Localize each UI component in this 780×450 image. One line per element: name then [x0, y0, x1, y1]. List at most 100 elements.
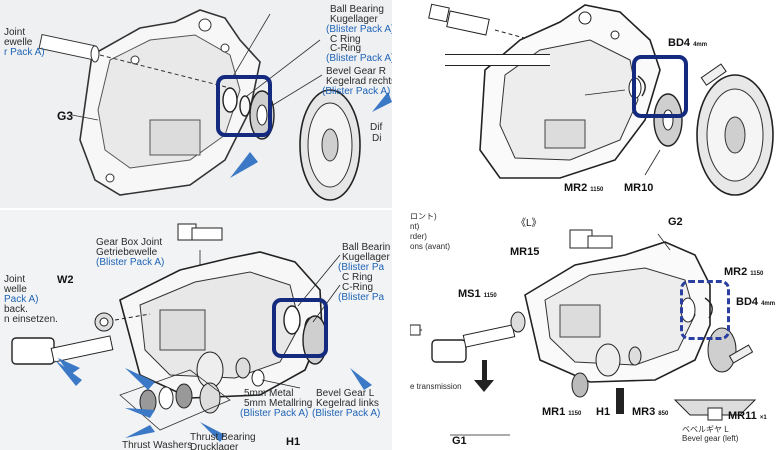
- label-thrust-bearing: Thrust Bearing: [190, 432, 256, 443]
- highlight-box: [216, 75, 272, 137]
- label-thrust-washers: Thrust Washers: [122, 440, 193, 450]
- label-c-ring-de: C-Ring: [342, 282, 374, 293]
- label-kugellager: Kugellager: [330, 14, 378, 25]
- label-mr2-code: MR2: [564, 182, 588, 194]
- label-joint-de: ewelle: [4, 37, 33, 48]
- label-bd4-unit: 4mm: [693, 42, 708, 48]
- label-blister-pack: (Blister Pack A): [96, 257, 165, 268]
- label-mr2-number: 1150: [750, 271, 764, 277]
- label-mr2: MR2 1150: [564, 182, 603, 195]
- label-blister-pack: (Blister Pa: [338, 262, 385, 273]
- label-g2: G2: [668, 216, 683, 228]
- label-blister-pack: (Blister Pack A): [326, 24, 392, 35]
- label-transmission: e transmission: [410, 382, 462, 391]
- label-bd4-code: BD4: [736, 296, 759, 308]
- arrow-icon: [200, 422, 225, 442]
- label-avant: ons (avant): [410, 242, 451, 251]
- label-mr1: MR1 1150: [542, 406, 581, 419]
- label-di: Di: [372, 133, 382, 144]
- label-c-ring-de: C-Ring: [330, 43, 362, 54]
- label-blister-pack: (Blister Pack A): [240, 408, 309, 419]
- label-bd4-code: BD4: [668, 37, 691, 49]
- highlight-box: [632, 55, 688, 118]
- panel-top-left: Joint ewelle r Pack A) G3 Ball Bearing K…: [0, 0, 392, 208]
- label-drucklager: Drucklager: [190, 442, 239, 450]
- label-g1: G1: [452, 435, 467, 447]
- label-mr11: MR11 ×1: [728, 410, 767, 423]
- label-nt: nt): [410, 222, 420, 231]
- label-mr10: MR10: [624, 182, 654, 194]
- arrow-icon: [55, 360, 82, 386]
- label-mr11-qty: ×1: [759, 415, 767, 421]
- label-mr2-code: MR2: [724, 266, 748, 278]
- arrow-icon: [350, 368, 372, 390]
- label-mr1-number: 1150: [568, 411, 582, 417]
- label-joint-pack: r Pack A): [4, 47, 45, 58]
- arrow-icon: [230, 152, 258, 178]
- label-mr2-number: 1150: [590, 187, 604, 193]
- highlight-box: [272, 298, 328, 358]
- panel-divider-vertical: [392, 0, 410, 450]
- highlight-box: [680, 280, 730, 340]
- label-back: back.: [4, 304, 28, 315]
- label-ms1-number: 1150: [483, 293, 497, 299]
- label-bevel-gear-l: Bevel Gear L: [316, 388, 375, 399]
- panel-bottom-right: ロント) nt) rder) ons (avant) 《L》 G2 MR15 M…: [410, 210, 780, 450]
- label-joint-de: welle: [4, 284, 27, 295]
- label-mr3-number: 850: [658, 411, 669, 417]
- label-getriebewelle: Getriebewelle: [96, 247, 158, 258]
- gearbox-drawing-bottom-left: [11, 223, 372, 442]
- label-blister-pack: (Blister Pack A): [312, 408, 381, 419]
- label-ball-bearing: Ball Bearing: [330, 4, 384, 15]
- label-gear-box-joint: Gear Box Joint: [96, 237, 163, 248]
- label-front: ロント): [410, 212, 437, 221]
- label-order: rder): [410, 232, 427, 241]
- panel-divider-horizontal: [0, 208, 780, 210]
- label-mr15: MR15: [510, 246, 540, 258]
- label-ms1-code: MS1: [458, 288, 481, 300]
- label-mr3-code: MR3: [632, 406, 656, 418]
- label-metallring: 5mm Metallring: [244, 398, 313, 409]
- label-mr2: MR2 1150: [724, 266, 763, 279]
- label-blister-pack: (Blister Pack A): [322, 86, 391, 97]
- label-joint: Joint: [4, 274, 26, 285]
- label-bd4-unit: 4mm: [761, 301, 776, 307]
- label-c-ring: C Ring: [330, 34, 361, 45]
- label-kugellager: Kugellager: [342, 252, 390, 263]
- panel-bottom-left: Gear Box Joint Getriebewelle (Blister Pa…: [0, 210, 392, 450]
- arrow-icon: [125, 368, 155, 390]
- label-joint-pack: Pack A): [4, 294, 39, 305]
- arrow-icon: [125, 425, 155, 438]
- label-kegelrad-rechts: Kegelrad rechts: [326, 76, 392, 87]
- label-mr1-code: MR1: [542, 406, 566, 418]
- label-bevel-gear-left: Bevel gear (left): [682, 434, 739, 443]
- label-g3: G3: [57, 109, 74, 123]
- label-h1: H1: [286, 436, 301, 448]
- arrow-icon: [58, 358, 80, 375]
- label-joint: Joint: [4, 27, 26, 38]
- label-mr3: MR3 850: [632, 406, 668, 419]
- label-bd4: BD4 4mm: [668, 37, 707, 50]
- label-ms1: MS1 1150: [458, 288, 497, 301]
- label-einsetzen: n einsetzen.: [4, 314, 58, 325]
- arrow-icon: [125, 408, 155, 418]
- label-ball-bearing: Ball Bearin: [342, 242, 391, 253]
- label-blister-pack: (Blister Pack A): [326, 53, 392, 64]
- label-w2: W2: [57, 274, 74, 286]
- label-dif: Dif: [370, 122, 383, 133]
- label-kegelrad-links: Kegelrad links: [316, 398, 379, 409]
- gearbox-drawing-top-left: [38, 9, 392, 201]
- label-blister-pack: (Blister Pa: [338, 292, 385, 303]
- label-l-mark: 《L》: [516, 218, 542, 229]
- label-mr11-code: MR11: [728, 410, 757, 422]
- label-bd4: BD4 4mm: [736, 296, 775, 309]
- label-c-ring: C Ring: [342, 272, 373, 283]
- gearbox-drawing-bottom-right: [410, 229, 757, 436]
- label-h1: H1: [596, 406, 611, 418]
- gearbox-drawing-top-right: [428, 3, 774, 196]
- arrow-icon: [372, 92, 392, 112]
- label-5mm-metal: 5mm Metal: [244, 388, 294, 399]
- panel-top-right: BD4 4mm MR2 1150 MR10: [410, 0, 780, 208]
- label-bevel-jp: ベベルギヤ L: [682, 425, 729, 434]
- label-bevel-gear-r: Bevel Gear R: [326, 66, 387, 77]
